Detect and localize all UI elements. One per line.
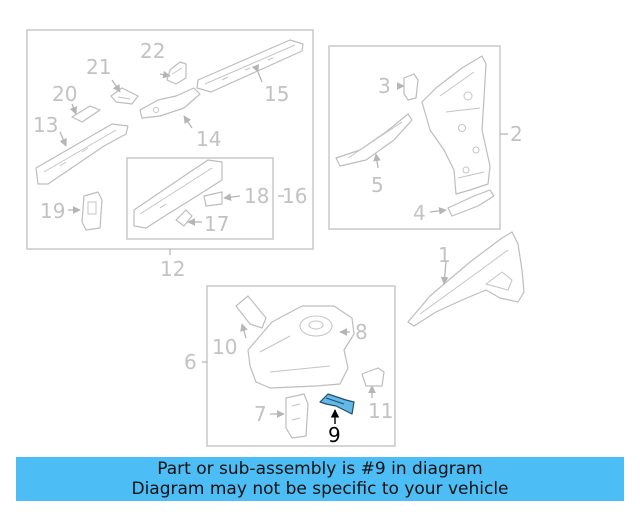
part-8-drawing	[247, 305, 355, 389]
callout-14: 14	[196, 127, 221, 151]
callout-2: 2	[510, 122, 523, 146]
assembly-box-2	[328, 45, 501, 230]
callout-19: 19	[40, 199, 65, 223]
callout-22: 22	[140, 39, 165, 63]
callout-10: 10	[212, 335, 237, 359]
callout-15: 15	[264, 82, 289, 106]
leader-21	[111, 79, 121, 93]
part-13-drawing	[35, 123, 129, 185]
part-22-drawing	[166, 61, 187, 85]
part-10-drawing	[235, 295, 267, 329]
callout-17: 17	[204, 212, 229, 236]
callout-11: 11	[368, 399, 393, 423]
part-20-drawing	[71, 105, 101, 123]
part-17-drawing	[175, 209, 193, 227]
banner-line-disclaimer: Diagram may not be specific to your vehi…	[131, 479, 509, 499]
callout-3: 3	[378, 74, 391, 98]
callout-13: 13	[33, 113, 58, 137]
callout-8: 8	[355, 320, 368, 344]
callout-12: 12	[160, 257, 185, 281]
leader-20	[69, 103, 78, 115]
part-11-drawing	[361, 367, 385, 387]
part-9-highlighted-drawing[interactable]	[319, 393, 355, 415]
callout-5: 5	[371, 173, 384, 197]
part-1-fender-drawing	[407, 231, 525, 327]
part-4-drawing	[447, 189, 495, 217]
callout-1: 1	[438, 243, 451, 267]
sub-assembly-box-16	[126, 157, 274, 240]
part-2-panel-drawing	[421, 55, 491, 195]
info-banner: Part or sub-assembly is #9 in diagram Di…	[16, 457, 624, 501]
callout-4: 4	[413, 201, 426, 225]
part-15-drawing	[196, 39, 304, 93]
part-21-drawing	[110, 87, 139, 105]
callout-20: 20	[52, 82, 77, 106]
leader-14	[183, 115, 193, 129]
parts-diagram: 1 2 3 4 5 6 7 8 9 10 11 12 13 14 15 16 1…	[26, 29, 525, 447]
callout-9[interactable]: 9	[328, 423, 341, 447]
leader-4	[429, 207, 447, 215]
assembly-box-6	[206, 285, 396, 447]
leader-15	[251, 64, 263, 83]
part-14-drawing	[139, 87, 201, 119]
part-18-drawing	[203, 191, 223, 207]
callout-16: 16	[282, 184, 307, 208]
callout-7: 7	[254, 402, 267, 426]
leader-18	[223, 193, 241, 201]
leader-10	[240, 323, 248, 339]
leader-13	[59, 131, 67, 147]
leader-1	[440, 261, 449, 285]
callout-21: 21	[86, 55, 111, 79]
part-7-drawing	[285, 393, 309, 439]
part-16-drawing	[133, 159, 223, 229]
leader-22	[159, 70, 171, 79]
leader-5	[373, 153, 381, 169]
callout-18: 18	[244, 184, 269, 208]
part-5-drawing	[335, 113, 413, 167]
part-3-drawing	[403, 73, 419, 101]
callout-6: 6	[184, 350, 197, 374]
banner-line-part: Part or sub-assembly is #9 in diagram	[157, 459, 483, 479]
part-19-drawing	[81, 191, 103, 231]
